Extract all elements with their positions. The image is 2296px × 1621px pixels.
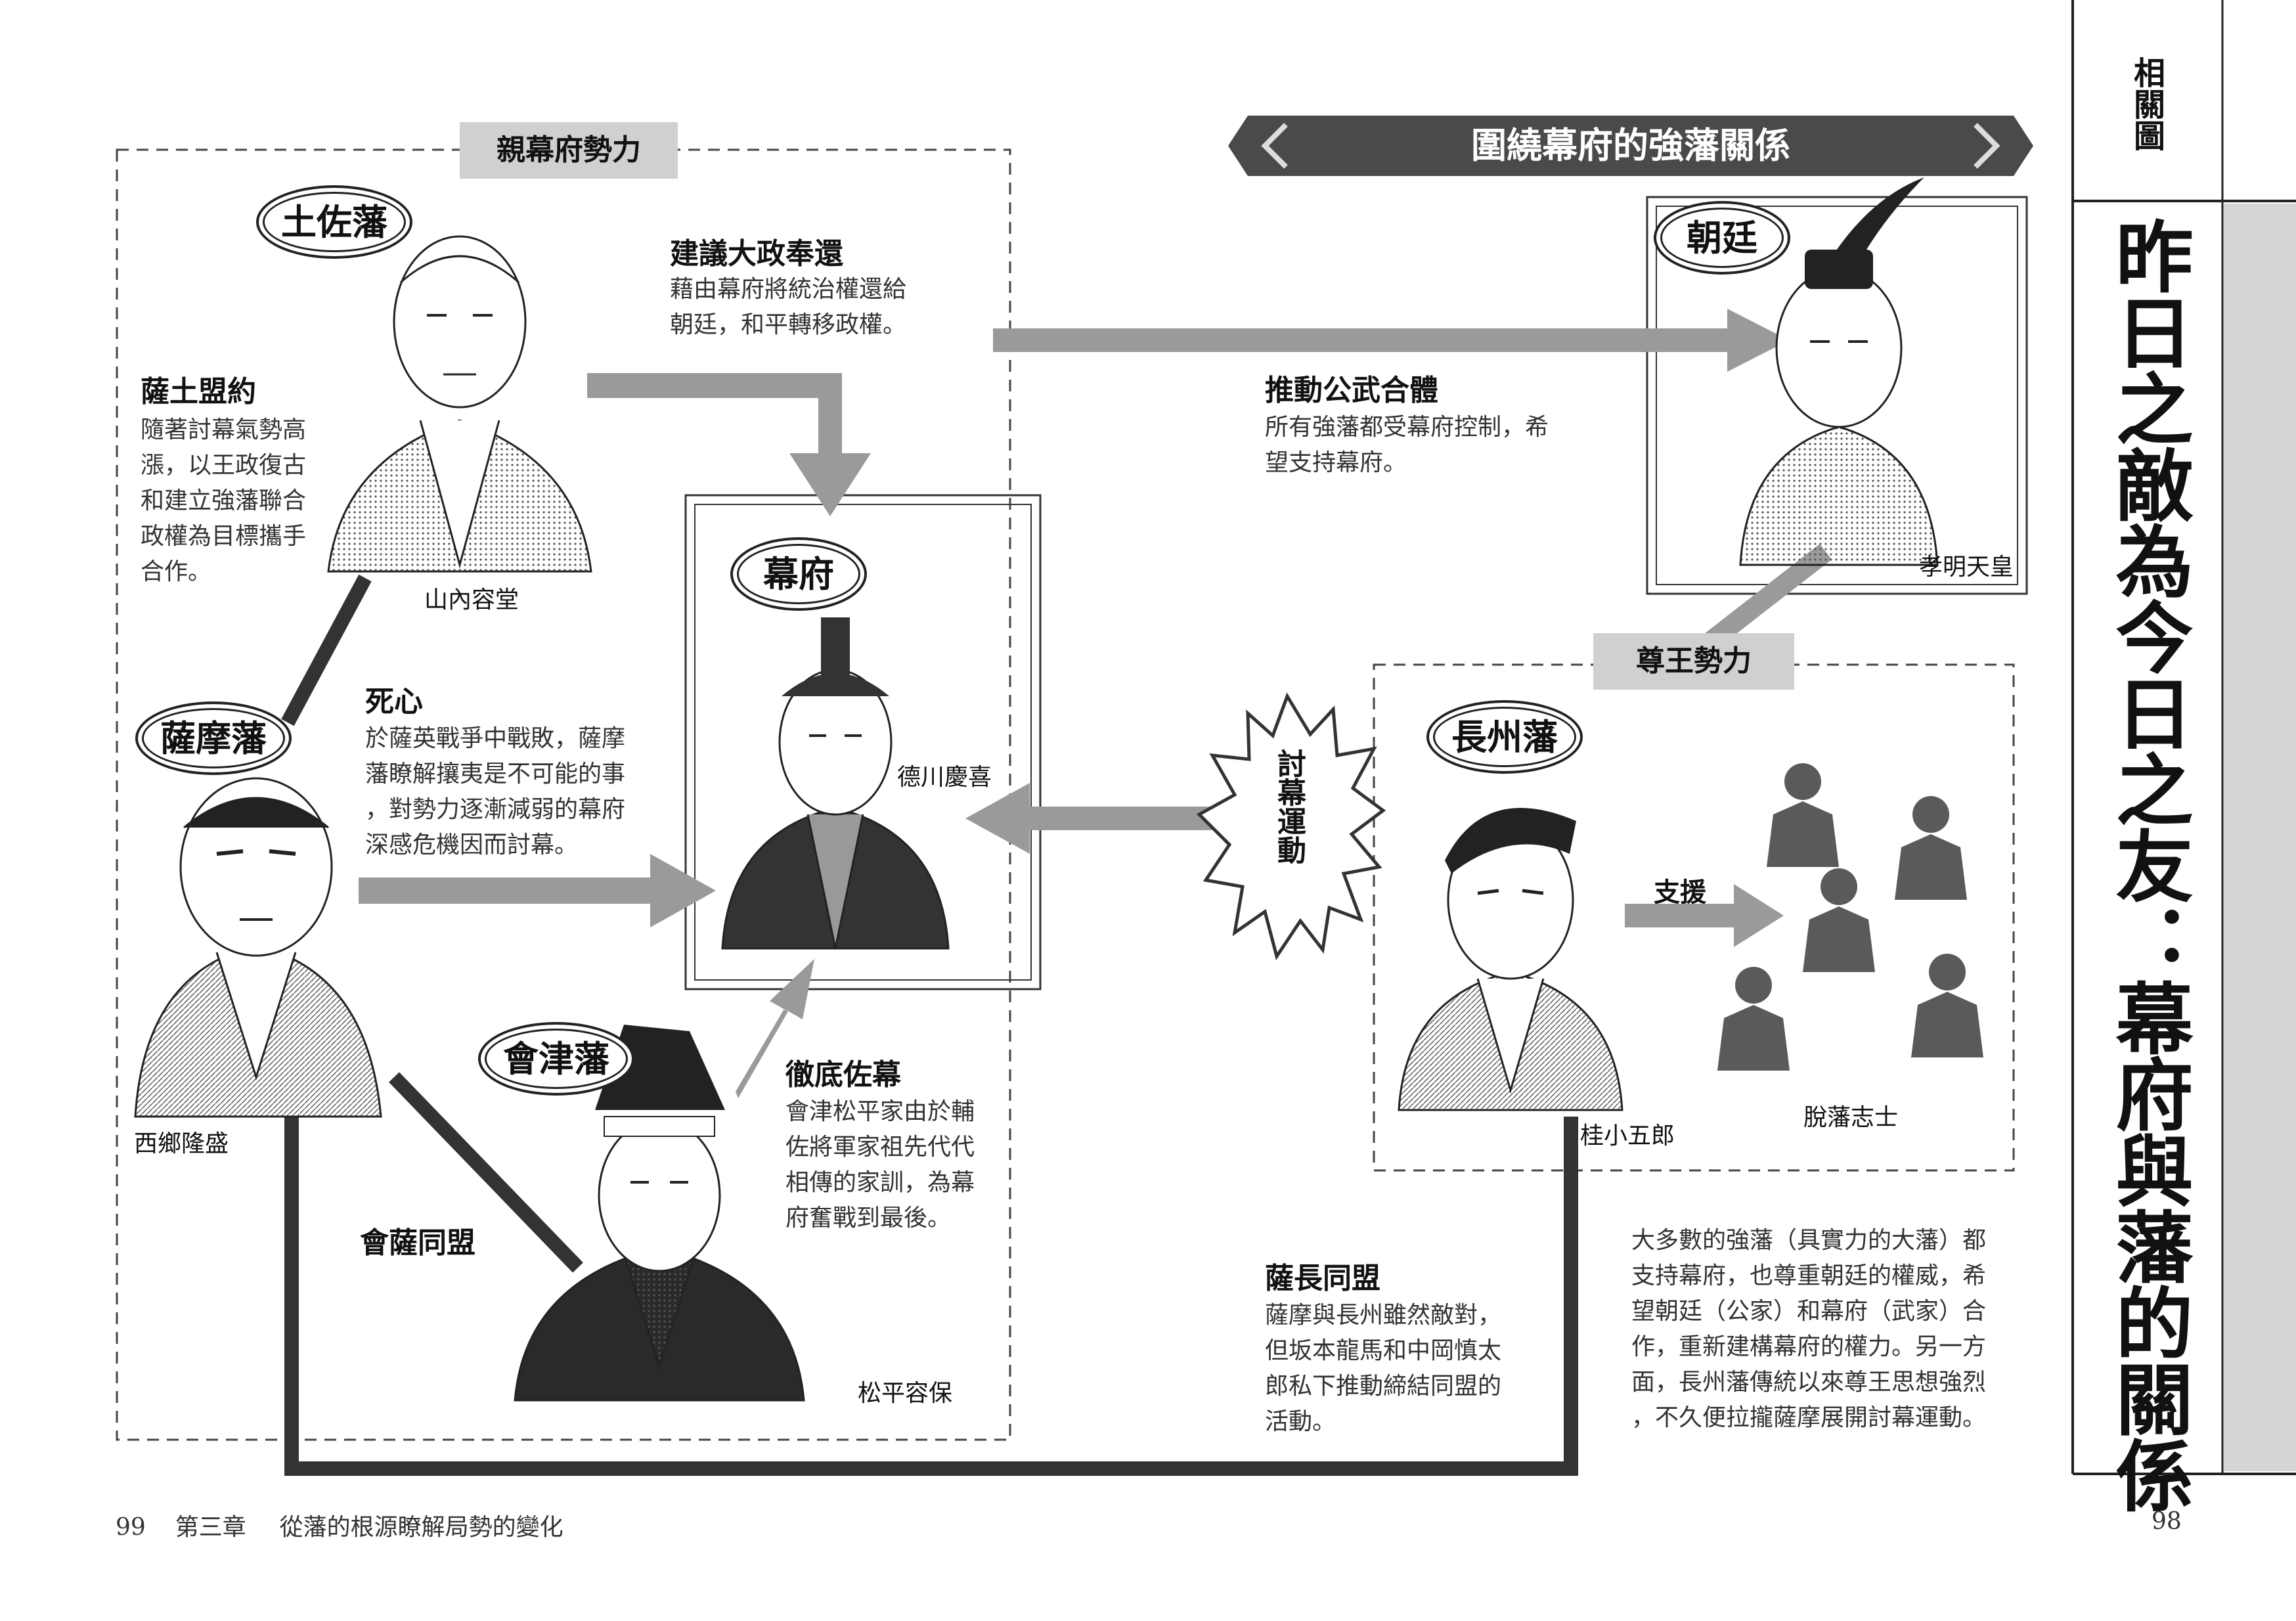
komei-portrait: [1739, 177, 1939, 566]
sidebar-chapter-title: 昨日之敵為今日之友：幕府與藩的關係: [2102, 217, 2194, 1512]
domain-tosa: 土佐藩: [256, 185, 412, 259]
tobaku-label: 討幕運動: [1272, 749, 1306, 864]
shishin-body: 於薩英戰爭中戰敗，薩摩 藩瞭解攘夷是不可能的事 ，對勢力逐漸減弱的幕府 深感危機…: [365, 725, 626, 858]
koubu-heading: 推動公武合體: [1265, 374, 1438, 407]
person-tokugawa: 德川慶喜: [897, 764, 992, 791]
arrow-satsuma-bakufu: [359, 854, 716, 927]
katsura-portrait: [1398, 808, 1623, 1111]
person-matsudaira: 松平容保: [858, 1380, 953, 1407]
person-ronin: 脫藩志士: [1803, 1104, 1899, 1131]
satdo-body: 隨著討幕氣勢高 漲，以王政復古 和建立強藩聯合 政權為目標攜手 合作。: [141, 416, 307, 585]
saigo-portrait: [134, 777, 382, 1118]
taisei-heading: 建議大政奉還: [670, 237, 843, 271]
ronin-silhouette: [1803, 868, 1875, 972]
sidebar-tab-label: 相關圖: [2128, 56, 2165, 151]
page-number-left: 99: [116, 1514, 146, 1541]
domain-bakufu: 幕府: [730, 537, 867, 611]
yamauchi-portrait: [327, 235, 592, 573]
pro-shogunate-label: 親幕府勢力: [460, 122, 678, 179]
satdo-heading: 薩土盟約: [141, 375, 256, 409]
sidebar-title-bg: [2075, 204, 2221, 1471]
court-frame-outer: [1646, 196, 2028, 595]
domain-court: 朝廷: [1654, 201, 1790, 275]
koubu-body: 所有強藩都受幕府控制，希 望支持幕府。: [1265, 414, 1549, 476]
arrows: [359, 309, 1789, 1098]
banner-end-right: [2014, 116, 2033, 176]
chevron-left-icon: [1261, 123, 1288, 169]
satcho-body: 薩摩與長州雖然敵對， 但坂本龍馬和中岡慎太 郎私下推動締結同盟的 活動。: [1265, 1302, 1502, 1435]
ronin-silhouette: [1717, 967, 1790, 1071]
footer-left: 99 第三章 從藩的根源瞭解局勢的變化: [116, 1508, 563, 1542]
aisatsu-heading: 會薩同盟: [360, 1226, 475, 1260]
person-katsura: 桂小五郎: [1580, 1122, 1675, 1149]
ronin-silhouette: [1911, 954, 1983, 1057]
bakufu-frame-outer: [684, 494, 1042, 990]
court-sonno-link: [1701, 544, 1832, 652]
chapter-title: 從藩的根源瞭解局勢的變化: [279, 1514, 563, 1541]
tettei-body: 會津松平家由於輔 佐將軍家祖先代代 相傳的家訓，為幕 府奮戰到最後。: [785, 1098, 975, 1232]
arrow-tosa-bakufu: [587, 373, 871, 516]
sidebar-title-right-bg: [2224, 204, 2296, 1471]
arrow-choshu-bakufu: [965, 783, 1353, 854]
ronin-silhouettes: [1717, 763, 1983, 1071]
arrow-support: [1625, 884, 1784, 947]
arrow-to-court: [993, 309, 1789, 372]
satcho-heading: 薩長同盟: [1265, 1262, 1380, 1295]
chevron-right-icon: [1974, 123, 2000, 169]
taisei-body: 藉由幕府將統治權還給 朝廷，和平轉移政權。: [670, 276, 907, 338]
banner-bar: [1248, 116, 2014, 176]
ronin-silhouette: [1767, 763, 1839, 867]
chapter-label: 第三章: [175, 1514, 246, 1541]
banner-end-left: [1228, 116, 1248, 176]
tokugawa-portrait: [721, 617, 950, 950]
arrow-aizu-bakufu: [736, 959, 814, 1098]
page-number-right: 98: [2152, 1508, 2182, 1535]
sonno-label: 尊王勢力: [1593, 633, 1794, 690]
person-yamauchi: 山內容堂: [424, 587, 519, 613]
aisatsu-link: [389, 1072, 583, 1273]
banner-title: 圍繞幕府的強藩關係: [1471, 125, 1790, 166]
support-label: 支援: [1654, 877, 1706, 908]
domain-aizu: 會津藩: [478, 1022, 634, 1096]
tobaku-starburst: [1196, 692, 1386, 961]
shishin-heading: 死心: [365, 685, 423, 719]
person-komei: 孝明天皇: [1919, 554, 2014, 581]
domain-satsuma: 薩摩藩: [135, 701, 292, 775]
satdo-link: [281, 574, 372, 726]
summary-text: 大多數的強藩（具實力的大藩）都 支持幕府，也尊重朝廷的權威，希 望朝廷（公家）和…: [1631, 1227, 1987, 1431]
court-frame-inner: [1656, 206, 2018, 585]
satcho-alliance-line: [284, 1117, 1578, 1476]
bakufu-frame-inner: [694, 504, 1032, 981]
tettei-heading: 徹底佐幕: [785, 1058, 901, 1092]
ronin-silhouette: [1895, 796, 1967, 900]
person-saigo: 西鄉隆盛: [134, 1130, 229, 1157]
domain-choshu: 長州藩: [1426, 700, 1583, 774]
